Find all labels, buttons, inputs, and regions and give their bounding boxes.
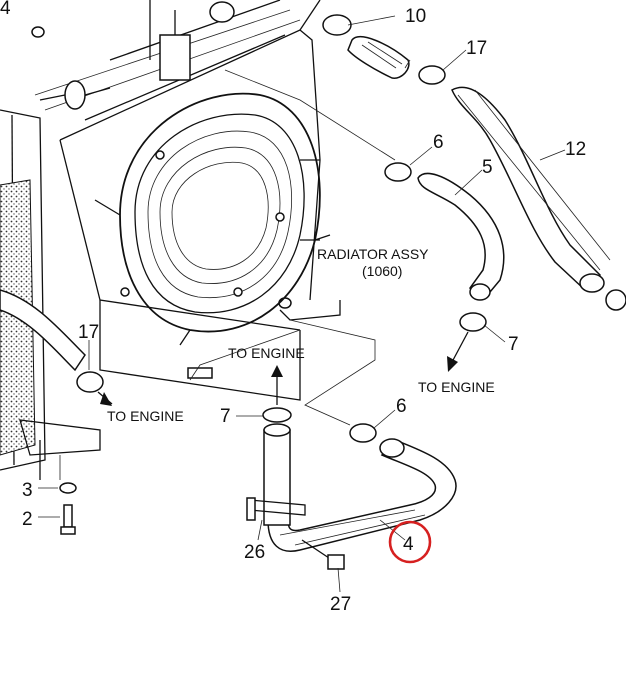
to-engine-lower: TO ENGINE bbox=[107, 408, 184, 424]
hose-4 bbox=[267, 438, 457, 552]
callout-27: 27 bbox=[330, 594, 351, 615]
to-engine-right: TO ENGINE bbox=[418, 379, 495, 395]
hose-5 bbox=[417, 172, 505, 301]
callout-10: 10 bbox=[405, 6, 426, 27]
callout-labels: 4 10 17 12 6 5 7 17 7 6 4 26 27 3 2 RADI… bbox=[0, 0, 586, 615]
callout-6-mid: 6 bbox=[396, 396, 407, 417]
to-engine-upper: TO ENGINE bbox=[228, 345, 305, 361]
callout-5: 5 bbox=[482, 157, 493, 178]
assembly-code: (1060) bbox=[362, 263, 402, 279]
leader-lines bbox=[38, 15, 566, 593]
callout-17-top: 17 bbox=[466, 38, 487, 59]
hose-10 bbox=[347, 36, 410, 79]
highlight-circle bbox=[388, 520, 432, 564]
callout-3: 3 bbox=[22, 480, 33, 501]
fan-shroud bbox=[94, 92, 331, 346]
callout-2: 2 bbox=[22, 509, 33, 530]
radiator-assembly bbox=[0, 0, 341, 480]
clamps bbox=[76, 14, 626, 443]
callout-26: 26 bbox=[244, 542, 265, 563]
bolt-2-washer-3 bbox=[59, 482, 77, 535]
callout-4: 4 bbox=[403, 534, 414, 555]
assembly-label: RADIATOR ASSY bbox=[317, 246, 429, 262]
hose-12 bbox=[451, 86, 611, 293]
callout-6-top: 6 bbox=[433, 132, 444, 153]
callout-17-left: 17 bbox=[78, 322, 99, 343]
callout-12: 12 bbox=[565, 139, 586, 160]
callout-7-left: 7 bbox=[220, 406, 231, 427]
callout-7-right: 7 bbox=[508, 334, 519, 355]
callout-4-top: 4 bbox=[0, 0, 11, 19]
flow-arrows bbox=[97, 331, 469, 406]
bolt-27 bbox=[301, 539, 345, 570]
pipe-26 bbox=[246, 423, 306, 526]
